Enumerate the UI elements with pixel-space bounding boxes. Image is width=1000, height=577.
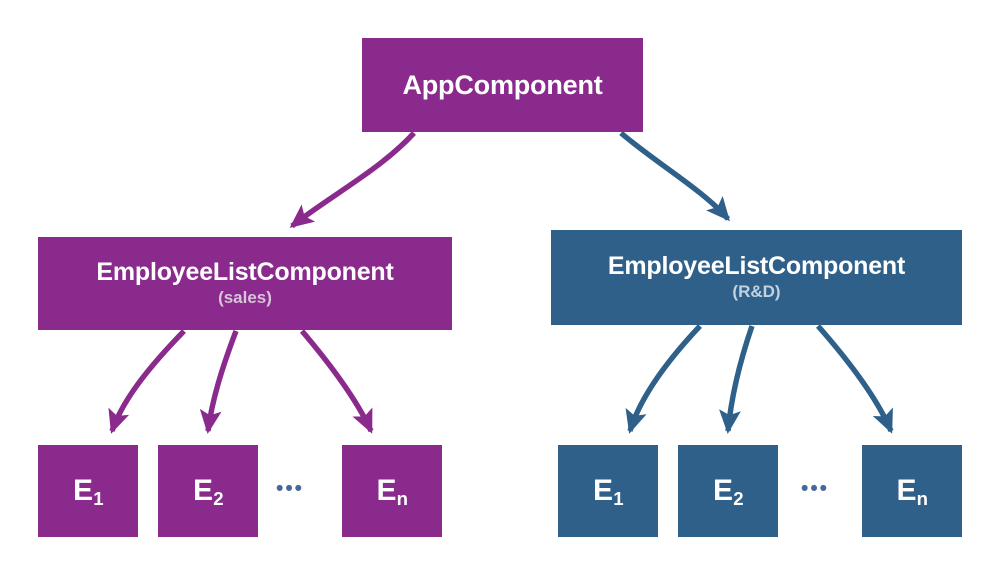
node-employee-rnd-n[interactable]: En: [862, 445, 962, 537]
node-employee-sales-1-label: E1: [73, 474, 104, 510]
node-employee-rnd-1[interactable]: E1: [558, 445, 658, 537]
leaf-letter: E: [193, 474, 213, 508]
node-employee-sales-n-label: En: [376, 474, 409, 510]
node-employee-list-sales[interactable]: EmployeeListComponent (sales): [38, 237, 452, 330]
leaf-letter: E: [593, 474, 613, 508]
node-employee-sales-n[interactable]: En: [342, 445, 442, 537]
node-employee-list-sales-label: EmployeeListComponent: [96, 258, 394, 287]
leaf-letter: E: [376, 474, 397, 508]
node-app-component[interactable]: AppComponent: [362, 38, 643, 132]
ellipsis-rnd: •••: [800, 477, 830, 500]
node-employee-list-rnd-label: EmployeeListComponent: [607, 252, 906, 281]
ellipsis-sales: •••: [275, 477, 305, 500]
node-employee-list-rnd-sublabel: (R&D): [732, 282, 781, 302]
edge-root-to-sales: [289, 131, 416, 229]
edge-sales-to-en: [299, 329, 374, 434]
node-employee-sales-2[interactable]: E2: [158, 445, 258, 537]
edge-sales-to-e2: [199, 330, 239, 434]
leaf-letter: E: [896, 474, 917, 508]
node-employee-rnd-2[interactable]: E2: [678, 445, 778, 537]
node-employee-list-sales-sublabel: (sales): [218, 288, 272, 308]
node-employee-rnd-n-label: En: [896, 474, 929, 510]
node-employee-rnd-2-label: E2: [713, 474, 744, 510]
leaf-index: 2: [733, 488, 744, 510]
node-employee-rnd-1-label: E1: [593, 474, 624, 510]
edge-root-to-rnd: [619, 130, 731, 222]
leaf-index: n: [916, 488, 928, 510]
leaf-index: 1: [93, 488, 104, 510]
edge-rnd-to-e2: [719, 325, 755, 434]
node-app-component-label: AppComponent: [402, 69, 603, 100]
edge-rnd-to-e1: [625, 324, 702, 434]
leaf-index: 1: [613, 488, 624, 510]
edge-sales-to-e1: [108, 329, 186, 434]
edge-rnd-to-en: [815, 324, 894, 434]
leaf-index: 2: [213, 488, 224, 510]
leaf-index: n: [396, 488, 408, 510]
node-employee-list-rnd[interactable]: EmployeeListComponent (R&D): [551, 230, 962, 325]
leaf-letter: E: [713, 474, 733, 508]
node-employee-sales-2-label: E2: [193, 474, 224, 510]
leaf-letter: E: [73, 474, 93, 508]
node-employee-sales-1[interactable]: E1: [38, 445, 138, 537]
